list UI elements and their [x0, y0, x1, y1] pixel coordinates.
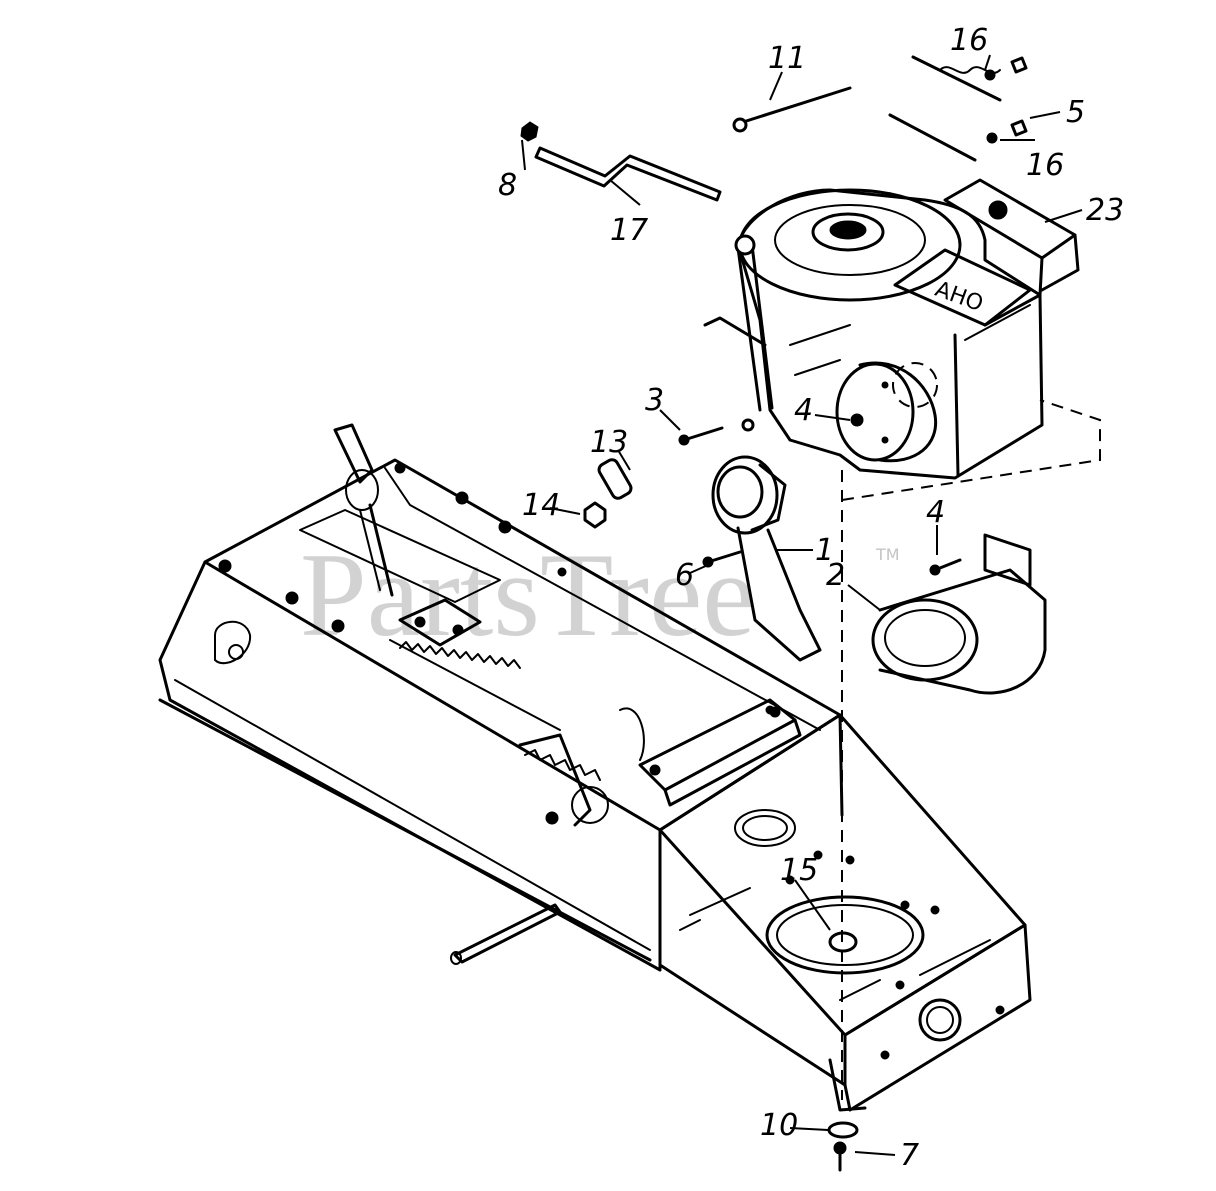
callout-3: 3 — [645, 383, 664, 418]
leader-lines — [521, 54, 1083, 1156]
callout-4a: 4 — [794, 393, 813, 428]
frame-chassis — [158, 423, 844, 972]
callout-23: 23 — [1086, 193, 1124, 228]
callout-7: 7 — [900, 1138, 919, 1173]
callout-5: 5 — [1066, 95, 1085, 130]
watermark-text: PartsTree — [300, 528, 756, 661]
callout-6: 6 — [675, 558, 694, 593]
callout-13: 13 — [590, 425, 628, 460]
callout-4b: 4 — [926, 495, 945, 530]
callout-1: 1 — [815, 533, 834, 568]
callout-8: 8 — [498, 168, 517, 203]
callout-16b: 16 — [1026, 148, 1064, 183]
engine-label: AHO — [932, 277, 987, 317]
callouts: 11 16 5 16 23 8 17 3 13 14 4 1 6 2 4 15 … — [498, 23, 1124, 1173]
watermark-trademark: TM — [875, 545, 900, 564]
callout-14: 14 — [522, 488, 560, 523]
engine: AHO — [703, 178, 1080, 480]
callout-10: 11 — [768, 41, 806, 76]
rear-housing — [658, 713, 1032, 1112]
callout-11: 10 — [760, 1108, 798, 1143]
callout-15: 15 — [780, 853, 818, 888]
callout-17: 17 — [610, 213, 648, 248]
drive-parts — [520, 55, 1101, 1172]
callout-2: 2 — [826, 558, 845, 593]
callout-16a: 16 — [950, 23, 988, 58]
